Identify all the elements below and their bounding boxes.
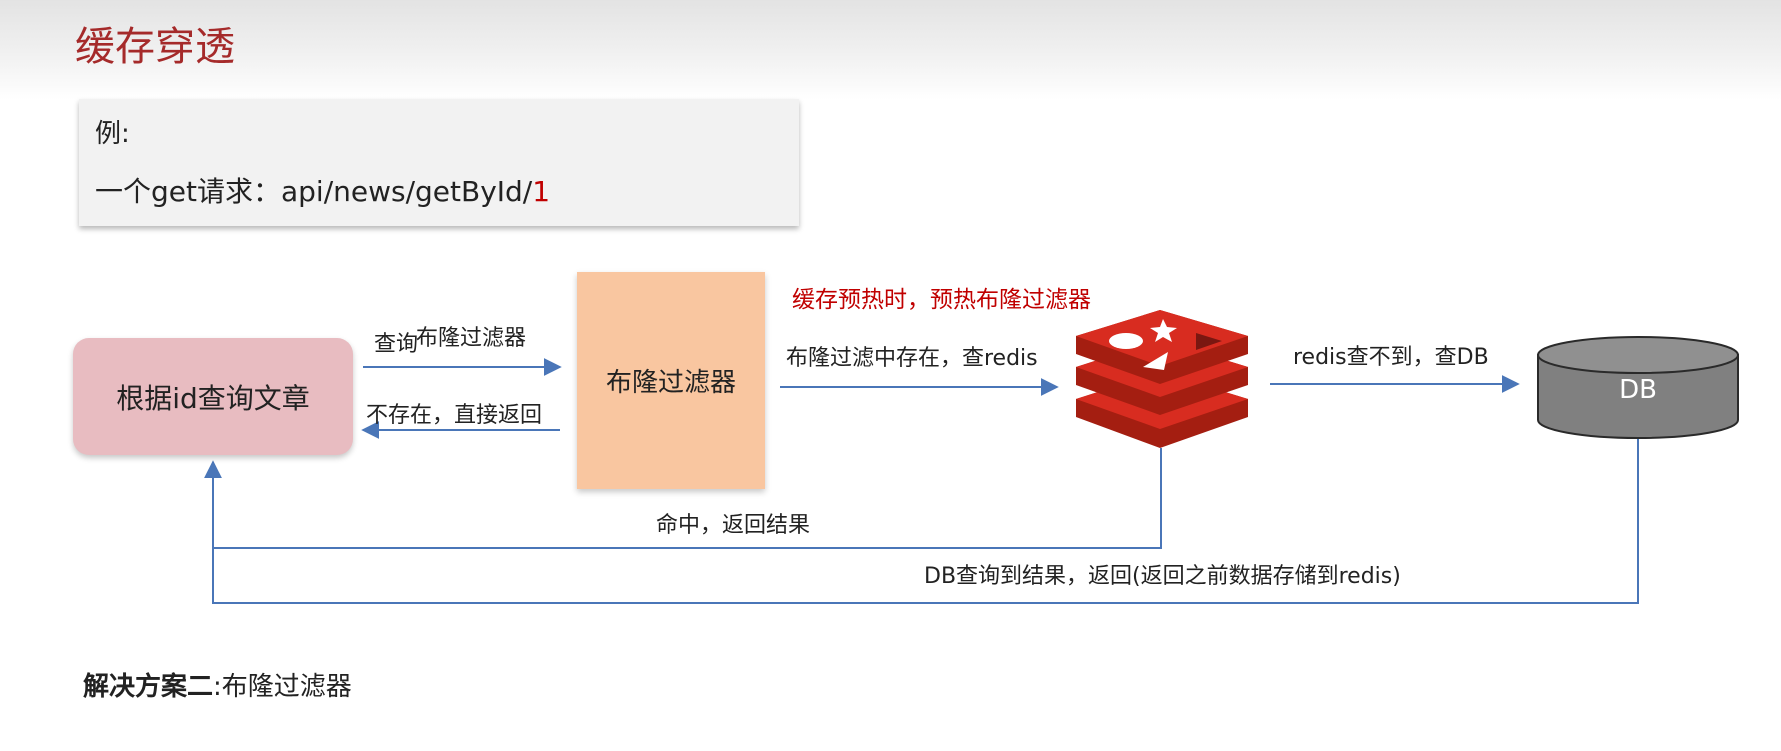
solution-text: 布隆过滤器 [221, 672, 352, 702]
edge-label-not-exist: 不存在，直接返回 [366, 403, 543, 428]
edge-label-hit-return: 命中，返回结果 [656, 513, 811, 538]
path-redis-hit-return [213, 448, 1162, 549]
redis-logo-icon [1076, 310, 1248, 448]
solution-prefix: 解决方案二 [83, 672, 214, 702]
solution-line: 解决方案二:布隆过滤器 [83, 666, 352, 703]
edge-label-redis-miss: redis查不到，查DB [1293, 345, 1489, 370]
db-node-label: DB [1619, 375, 1657, 405]
client-node: 根据id查询文章 [73, 338, 353, 455]
preheat-note: 缓存预热时，预热布隆过滤器 [792, 287, 1091, 313]
request-prefix: 一个get请求：api/news/getById/ [95, 175, 533, 208]
solution-separator: : [213, 672, 222, 702]
request-id: 1 [532, 175, 551, 208]
database-cylinder-icon [1537, 336, 1739, 439]
example-label: 例: [95, 119, 130, 149]
edge-label-query: 查询 [374, 332, 419, 357]
page-title: 缓存穿透 [75, 24, 235, 70]
example-request: 一个get请求：api/news/getById/1 [95, 170, 550, 210]
header-band [0, 0, 1781, 100]
bloom-filter-node: 布隆过滤器 [577, 272, 765, 489]
arrow-db-to-client [204, 437, 1639, 604]
edge-label-db-return: DB查询到结果，返回(返回之前数据存储到redis) [924, 564, 1401, 589]
example-box: 例: 一个get请求：api/news/getById/1 [79, 99, 799, 226]
edge-label-exist-query-redis: 布隆过滤中存在，查redis [786, 346, 1038, 371]
edge-label-bloom: 布隆过滤器 [416, 326, 527, 351]
